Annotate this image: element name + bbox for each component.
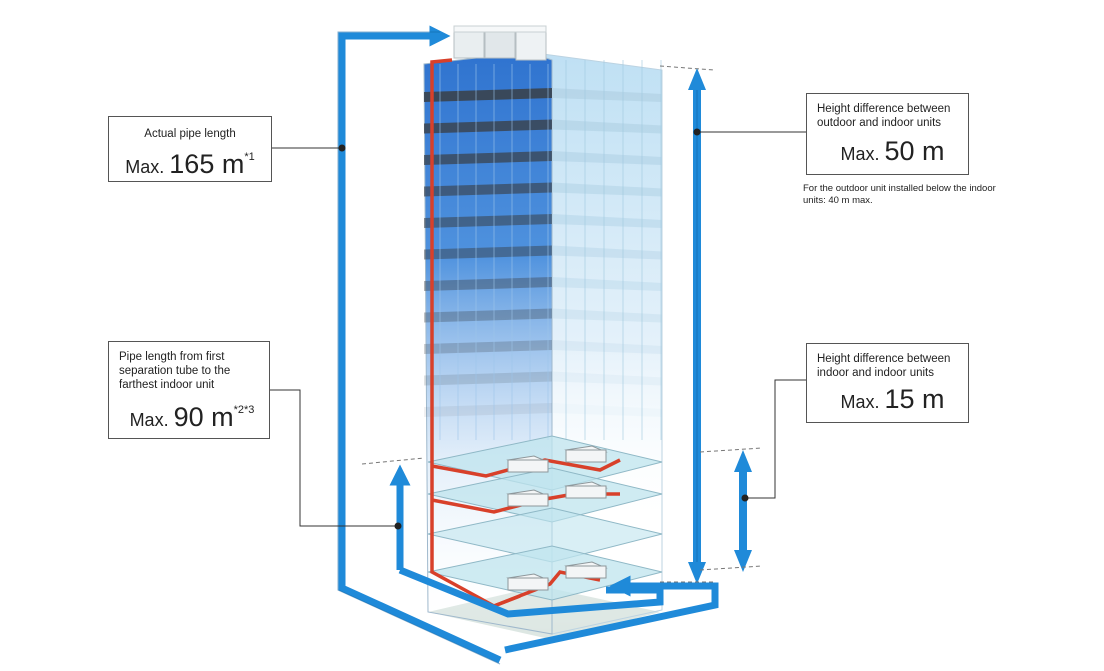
floor-band-side xyxy=(552,119,662,134)
floor-band xyxy=(424,214,552,228)
height-arrow-indoor-indoor xyxy=(699,447,763,572)
floor-band-side xyxy=(552,182,662,197)
window-grid xyxy=(439,60,662,440)
floor-band-side xyxy=(552,277,662,291)
floor-band-side xyxy=(552,308,662,323)
floor-band xyxy=(424,340,552,354)
blue-pipe-arrows xyxy=(338,25,719,664)
floor-band-side xyxy=(552,151,662,165)
callout-label: Height difference between outdoor and in… xyxy=(817,103,951,129)
indoor-units xyxy=(506,445,608,591)
floor-band xyxy=(424,88,552,102)
callout-label: Height difference between indoor and ind… xyxy=(817,353,951,379)
floor-bands xyxy=(424,88,662,417)
floor-band-side xyxy=(552,403,662,417)
floor-band xyxy=(424,245,552,260)
outdoor-units xyxy=(453,25,547,61)
callout-value: Max. 50 m xyxy=(840,136,945,166)
floor-band-side xyxy=(552,371,662,386)
callout-value: Max. 165 m*1 xyxy=(125,149,255,179)
callout-height-outdoor-indoor: Height difference between outdoor and in… xyxy=(806,93,969,175)
callout-label: Pipe length from first separation tube t… xyxy=(119,351,231,391)
floor-band xyxy=(424,308,552,323)
callout-actual-pipe-length: Actual pipe length Max. 165 m*1 xyxy=(108,116,272,182)
callout-separation-pipe-length: Pipe length from first separation tube t… xyxy=(108,341,270,439)
floor-band-side xyxy=(552,88,662,102)
leader-dots xyxy=(338,128,749,530)
floor-band-side xyxy=(552,214,662,228)
callout-value: Max. 90 m*2*3 xyxy=(129,402,255,432)
floor-band xyxy=(424,151,552,165)
floor-band xyxy=(424,182,552,197)
callout-value: Max. 15 m xyxy=(840,384,945,414)
floor-band xyxy=(424,371,552,386)
floor-band xyxy=(424,277,552,291)
pipe-outline xyxy=(337,31,501,665)
leader-lines xyxy=(270,131,806,527)
floor-band-side xyxy=(552,245,662,260)
floor-band xyxy=(424,119,552,134)
floor-band-side xyxy=(552,340,662,354)
outdoor-below-note: For the outdoor unit installed below the… xyxy=(803,183,996,206)
height-arrow-outdoor-indoor xyxy=(659,65,715,584)
reference-line-left xyxy=(361,457,425,465)
callout-label: Actual pipe length xyxy=(144,128,236,140)
floor-band xyxy=(424,403,552,417)
callout-height-indoor-indoor: Height difference between indoor and ind… xyxy=(806,343,969,423)
